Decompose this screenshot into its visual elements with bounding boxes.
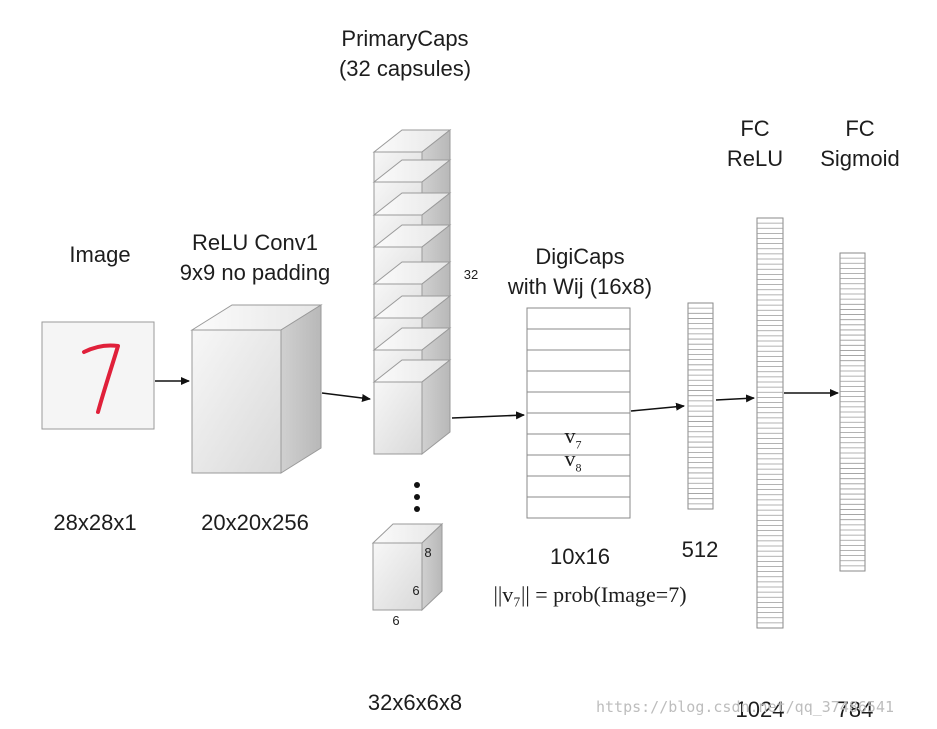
image-dims: 28x28x1: [53, 510, 137, 535]
conv-title-2: 9x9 no padding: [179, 260, 331, 285]
digit-stroke: [82, 343, 120, 414]
arrow-conv-to-primary: [321, 392, 371, 402]
digicaps-table: [526, 307, 631, 519]
conv-title-1: ReLU Conv1: [192, 230, 318, 255]
fc1-title-2: ReLU: [726, 146, 784, 171]
fc2-dims: 784: [836, 697, 874, 722]
image-title: Image: [69, 242, 131, 267]
v8-label: v8: [564, 446, 582, 475]
v7-label: v7: [564, 423, 582, 452]
conv1-block: [190, 304, 323, 474]
arrow-primary-to-digicaps: [451, 411, 525, 420]
conv-dims: 20x20x256: [201, 510, 309, 535]
fc512-dims: 512: [681, 537, 719, 562]
primary-title-1: PrimaryCaps: [341, 26, 469, 51]
capsule-height: 6: [412, 583, 420, 598]
primary-dims: 32x6x6x8: [367, 690, 463, 715]
fc-column-1024: [756, 217, 784, 629]
ellipsis-dots: [414, 482, 420, 512]
input-image: [41, 321, 155, 430]
primary-capsule-layer-base: [373, 358, 451, 456]
fc2-title-1: FC: [845, 116, 875, 141]
capsule-width: 6: [392, 613, 400, 628]
primary-count: 32: [463, 267, 479, 282]
digicaps-title-2: with Wij (16x8): [507, 274, 653, 299]
formula: ||v₇|| = prob(Image=7): [493, 582, 687, 607]
arrow-digicaps-to-fc512: [630, 402, 685, 412]
fc1-title-1: FC: [740, 116, 770, 141]
digicaps-dims: 10x16: [550, 544, 610, 569]
capsule-depth: 8: [424, 545, 432, 560]
primarycaps-stack: [372, 128, 452, 456]
fc-column-784: [839, 252, 866, 572]
flow-arrows: [155, 377, 839, 420]
watermark: https://blog.csdn.net/qq_37486541: [596, 698, 895, 716]
primary-capsule-detail: [371, 522, 444, 612]
fc2-title-2: Sigmoid: [820, 146, 900, 171]
digicaps-title-1: DigiCaps: [535, 244, 625, 269]
fc-column-512: [687, 302, 714, 510]
fc1-dims: 1024: [735, 697, 785, 722]
primary-title-2: (32 capsules): [338, 56, 472, 81]
arrow-fc512-to-fc1024: [715, 394, 755, 403]
